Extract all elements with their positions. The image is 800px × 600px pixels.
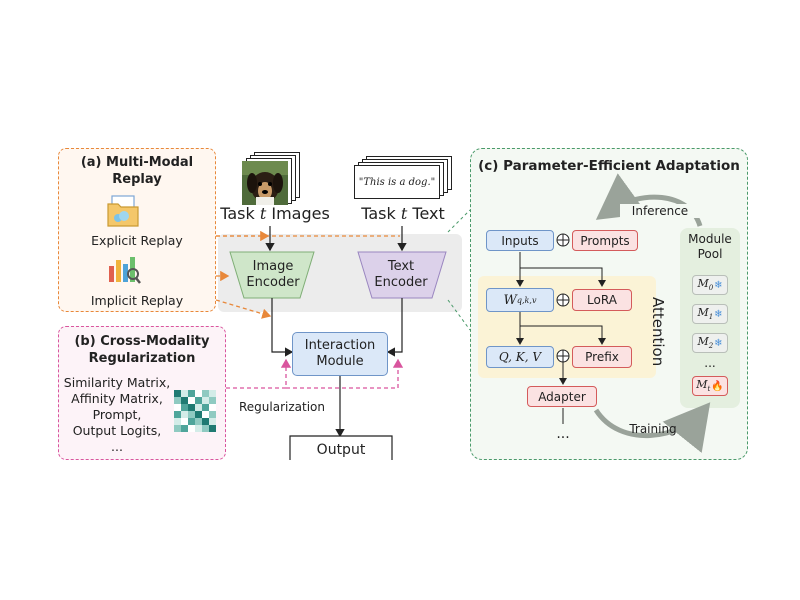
matrix-cell: [188, 411, 195, 418]
text-encoder-shape: [357, 251, 447, 299]
matrix-cell: [209, 397, 216, 404]
reg-item: Similarity Matrix,: [63, 375, 171, 390]
matrix-cell: [188, 390, 195, 397]
output-label: Output: [316, 442, 366, 458]
adapter-box: Adapter: [527, 386, 597, 407]
task-images-label: Task t Images: [220, 204, 330, 223]
matrix-cell: [181, 404, 188, 411]
prompts-box: Prompts: [572, 230, 638, 251]
snowflake-icon: ❄: [714, 337, 723, 349]
prefix-box: Prefix: [572, 346, 632, 368]
matrix-cell: [181, 418, 188, 425]
matrix-cell: [181, 390, 188, 397]
reg-items-list: Similarity Matrix, Affinity Matrix, Prom…: [58, 375, 176, 455]
matrix-cell: [209, 425, 216, 432]
matrix-cell: [188, 397, 195, 404]
similarity-matrix-icon: [174, 390, 216, 432]
matrix-cell: [174, 397, 181, 404]
cross-modality-title: (b) Cross-Modality Regularization: [74, 334, 210, 366]
matrix-cell: [202, 411, 209, 418]
reg-item: Output Logits,: [72, 423, 162, 438]
matrix-cell: [202, 425, 209, 432]
matrix-cell: [181, 425, 188, 432]
matrix-cell: [202, 390, 209, 397]
matrix-cell: [195, 418, 202, 425]
oplus-icon: [556, 233, 570, 247]
matrix-cell: [174, 425, 181, 432]
matrix-cell: [195, 425, 202, 432]
module-mt: Mt🔥: [692, 376, 728, 396]
fire-icon: 🔥: [711, 380, 724, 392]
oplus-icon: [556, 349, 570, 363]
inference-label: Inference: [620, 204, 700, 218]
regularization-label: Regularization: [239, 400, 325, 414]
dog-photo: [242, 161, 288, 205]
text-stack: "This is a dog.": [354, 156, 456, 200]
task-text-label: Task t Text: [361, 204, 445, 223]
module-m1: M1❄: [692, 304, 728, 324]
module-m2: M2❄: [692, 333, 728, 353]
matrix-cell: [188, 404, 195, 411]
folder-icon: [107, 195, 139, 227]
lora-box: LoRA: [572, 289, 632, 311]
snowflake-icon: ❄: [714, 279, 723, 291]
chart-search-icon: [109, 257, 141, 284]
matrix-cell: [195, 390, 202, 397]
text-encoder-label: Text Encoder: [374, 259, 428, 290]
explicit-replay-label: Explicit Replay: [91, 233, 183, 248]
matrix-cell: [174, 411, 181, 418]
matrix-cell: [209, 418, 216, 425]
multimodal-replay-title: (a) Multi-Modal Replay: [80, 155, 194, 187]
training-label: Training: [629, 422, 677, 436]
multimodal-replay-panel: [58, 148, 216, 312]
matrix-cell: [195, 404, 202, 411]
matrix-cell: [181, 397, 188, 404]
module-pool-title: Module Pool: [688, 232, 732, 261]
module-m0: M0❄: [692, 275, 728, 295]
matrix-cell: [195, 411, 202, 418]
reg-item: Affinity Matrix,: [71, 391, 163, 406]
matrix-cell: [188, 425, 195, 432]
matrix-cell: [181, 411, 188, 418]
matrix-cell: [188, 418, 195, 425]
matrix-cell: [202, 397, 209, 404]
matrix-cell: [209, 404, 216, 411]
matrix-cell: [195, 397, 202, 404]
matrix-cell: [209, 411, 216, 418]
snowflake-icon: ❄: [714, 308, 723, 320]
matrix-cell: [202, 418, 209, 425]
text-card: "This is a dog.": [354, 165, 440, 199]
image-stack: [242, 152, 302, 205]
peft-title: (c) Parameter-Efficient Adaptation: [478, 158, 740, 174]
matrix-cell: [202, 404, 209, 411]
matrix-cell: [174, 404, 181, 411]
matrix-cell: [174, 418, 181, 425]
image-encoder-label: Image Encoder: [246, 259, 300, 290]
interaction-module: Interaction Module: [292, 332, 388, 376]
oplus-icon: [556, 293, 570, 307]
qkv-box: Q, K, V: [486, 346, 554, 368]
image-encoder-shape: [229, 251, 315, 299]
inputs-box: Inputs: [486, 230, 554, 251]
matrix-cell: [209, 390, 216, 397]
reg-item: Prompt,: [92, 407, 142, 422]
matrix-cell: [174, 390, 181, 397]
peft-ellipsis: ...: [556, 426, 570, 442]
implicit-replay-label: Implicit Replay: [90, 293, 184, 308]
reg-item: ...: [111, 439, 123, 454]
module-ellipsis: ...: [704, 356, 716, 370]
